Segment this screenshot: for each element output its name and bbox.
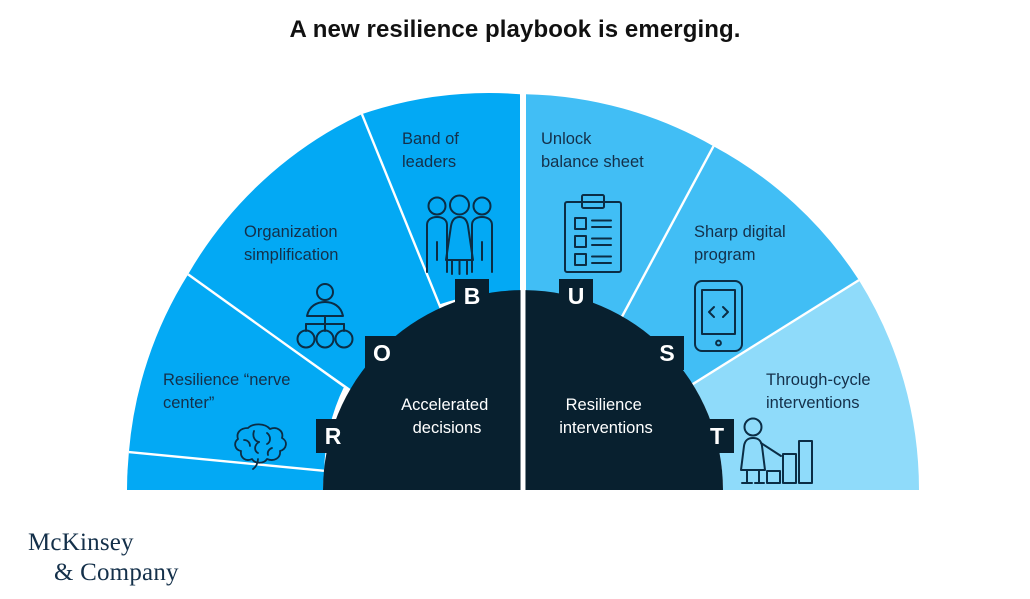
clipboard-checklist-icon [564,194,622,273]
wedge-dividers [128,113,860,472]
segment-B-label-line1: Band of [402,130,459,148]
core-right-label: Resilience interventions [559,396,653,437]
segment-B-label: Band of leaders [402,130,463,171]
core-left-half[interactable] [323,290,521,490]
segment-T-label-line2: interventions [766,394,860,412]
segment-U[interactable] [526,94,714,322]
resilience-playbook-diagram: Resilience “nerve center” Organization s… [127,93,920,490]
core-right-half[interactable] [525,290,723,490]
segment-S[interactable] [619,146,859,385]
brand-line-2: & Company [54,558,179,586]
badge-T: T [700,419,734,453]
divider-R-O [187,273,345,388]
badge-B-box [455,279,489,313]
segment-S-label: Sharp digital program [694,223,790,264]
badge-S: S [650,336,684,370]
segment-B-label-line2: leaders [402,153,456,171]
badge-T-box [700,419,734,453]
segment-R-label-line2: center” [163,394,214,412]
divider-U-S [618,145,715,323]
org-chart-icon [296,283,354,349]
segment-U-label-line2: balance sheet [541,153,644,171]
core-left-label-line2: decisions [413,419,482,437]
badge-O-letter: O [373,340,391,366]
segment-R-wedge-upper[interactable] [128,274,345,471]
page-title: A new resilience playbook is emerging. [289,16,741,43]
segment-O-wedge[interactable] [188,114,442,392]
segment-R-label: Resilience “nerve center” [163,371,295,412]
badge-T-letter: T [710,423,724,449]
segment-T-wedge[interactable] [692,280,920,490]
mckinsey-logo: McKinsey & Company [28,528,248,587]
segment-S-label-line1: Sharp digital [694,223,786,241]
segment-O-label-line1: Organization [244,223,338,241]
badge-U-box [559,279,593,313]
person-bar-chart-icon [740,417,813,484]
badge-R-letter: R [325,423,342,449]
segment-T-label-line1: Through-cycle [766,371,871,389]
badge-S-box [650,336,684,370]
segment-R-label-line1: Resilience “nerve [163,371,290,389]
core-right-label-line2: interventions [559,419,653,437]
fan-chart-svg: Resilience “nerve center” Organization s… [127,93,920,490]
badge-B-letter: B [464,283,481,309]
segment-O-label-line2: simplification [244,246,338,264]
segment-R-wedge[interactable] [127,452,325,490]
badge-R-box [316,419,350,453]
mobile-code-icon [694,280,743,352]
core-semicircle [323,290,723,490]
badge-S-letter: S [659,340,674,366]
divider-R-bottom [128,450,325,472]
core-right-label-line1: Resilience [566,396,642,414]
segment-O[interactable] [188,114,442,392]
badge-B: B [455,279,489,313]
segment-O-label: Organization simplification [244,223,342,264]
segment-U-wedge[interactable] [526,94,714,322]
brain-icon [234,423,287,470]
badge-U: U [559,279,593,313]
badge-O-box [365,336,399,370]
brand-line-1: McKinsey [28,529,134,556]
badge-O: O [365,336,399,370]
core-vertical-divider [520,290,526,490]
divider-O-B [360,113,443,311]
core-left-label: Accelerated decisions [401,396,493,437]
segment-U-label-line1: Unlock [541,130,592,148]
segment-S-wedge[interactable] [619,146,859,385]
segment-U-label: Unlock balance sheet [541,130,644,171]
badge-R: R [316,419,350,453]
segment-T-label: Through-cycle interventions [766,371,875,412]
segment-S-label-line2: program [694,246,755,264]
badge-U-letter: U [568,283,585,309]
core-left-label-line1: Accelerated [401,396,488,414]
segment-R[interactable] [127,274,345,490]
divider-S-T [691,279,860,386]
three-people-icon [426,194,493,275]
segment-T[interactable] [692,280,920,490]
